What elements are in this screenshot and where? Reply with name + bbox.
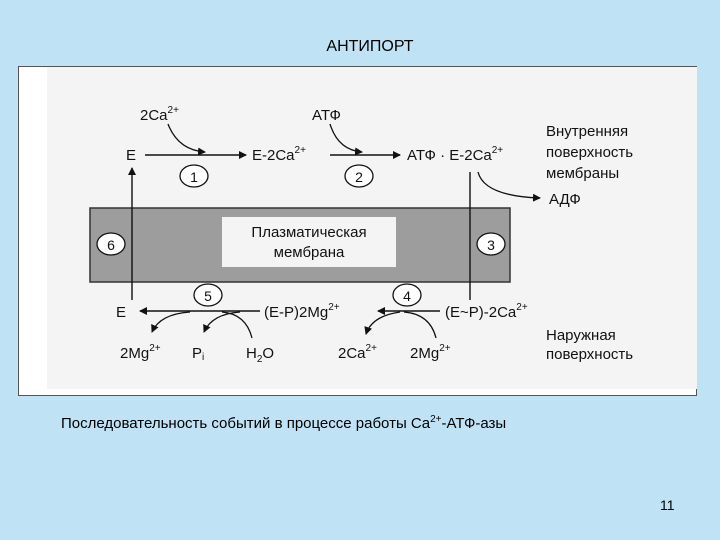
phosphate-label: Pi xyxy=(192,345,204,363)
mg-uptake-curve xyxy=(403,311,437,339)
step-3-marker: 3 xyxy=(476,232,506,256)
enzyme-e-top: E xyxy=(126,147,136,164)
caption-text-end: -АТФ-азы xyxy=(441,415,507,432)
atp-in-label: АТФ xyxy=(312,107,341,124)
inner-surface-line2: поверхность xyxy=(546,144,633,161)
enzyme-e-bottom: E xyxy=(116,304,126,321)
membrane-label-box xyxy=(222,217,396,267)
water-label: H2O xyxy=(246,345,274,365)
phospho-enzyme-mg: (E-P)2Mg2+ xyxy=(264,302,340,321)
atp-binding-curve xyxy=(329,123,363,156)
calcium-in-label: 2Ca2+ xyxy=(140,105,179,124)
step-6-marker: 6 xyxy=(96,232,126,256)
adp-label: АДФ xyxy=(549,191,581,208)
figure-caption: Последовательность событий в процессе ра… xyxy=(61,414,506,432)
svg-text:1: 1 xyxy=(190,169,198,185)
caption-charge: 2+ xyxy=(430,414,442,425)
outer-surface-line2: поверхность xyxy=(546,346,633,363)
outer-surface-line1: Наружная xyxy=(546,327,616,344)
pi-release-curve xyxy=(203,311,241,333)
svg-text:3: 3 xyxy=(487,237,495,253)
ca-release-curve xyxy=(364,311,401,335)
phospho-enzyme-ca: (E~P)-2Ca2+ xyxy=(445,302,528,321)
mg-out-label: 2Mg2+ xyxy=(120,343,161,362)
svg-text:2: 2 xyxy=(355,169,363,185)
adp-release-curve xyxy=(477,171,541,202)
step-4-marker: 4 xyxy=(392,283,422,307)
atp-enzyme-ca-complex: АТФ · E-2Ca2+ xyxy=(407,145,503,164)
inner-surface-line1: Внутренняя xyxy=(546,123,628,140)
page-number: 11 xyxy=(660,497,675,513)
enzyme-ca-complex: E-2Ca2+ xyxy=(252,145,306,164)
svg-text:4: 4 xyxy=(403,288,411,304)
caption-text-start: Последовательность событий в процессе ра… xyxy=(61,415,431,432)
membrane-label-line2: мембрана xyxy=(274,244,345,261)
membrane-label-line1: Плазматическая xyxy=(251,224,366,241)
mg-release-curve xyxy=(151,311,191,333)
step-2-marker: 2 xyxy=(344,164,374,188)
inner-surface-line3: мембраны xyxy=(546,165,619,182)
svg-text:6: 6 xyxy=(107,237,115,253)
svg-text:5: 5 xyxy=(204,288,212,304)
calcium-binding-curve xyxy=(167,123,206,156)
step-5-marker: 5 xyxy=(193,283,223,307)
mg-in-label: 2Mg2+ xyxy=(410,343,451,362)
ca-out-label: 2Ca2+ xyxy=(338,343,377,362)
slide-title: АНТИПОРТ xyxy=(326,38,414,55)
step-1-marker: 1 xyxy=(179,164,209,188)
water-uptake-curve xyxy=(221,311,253,339)
